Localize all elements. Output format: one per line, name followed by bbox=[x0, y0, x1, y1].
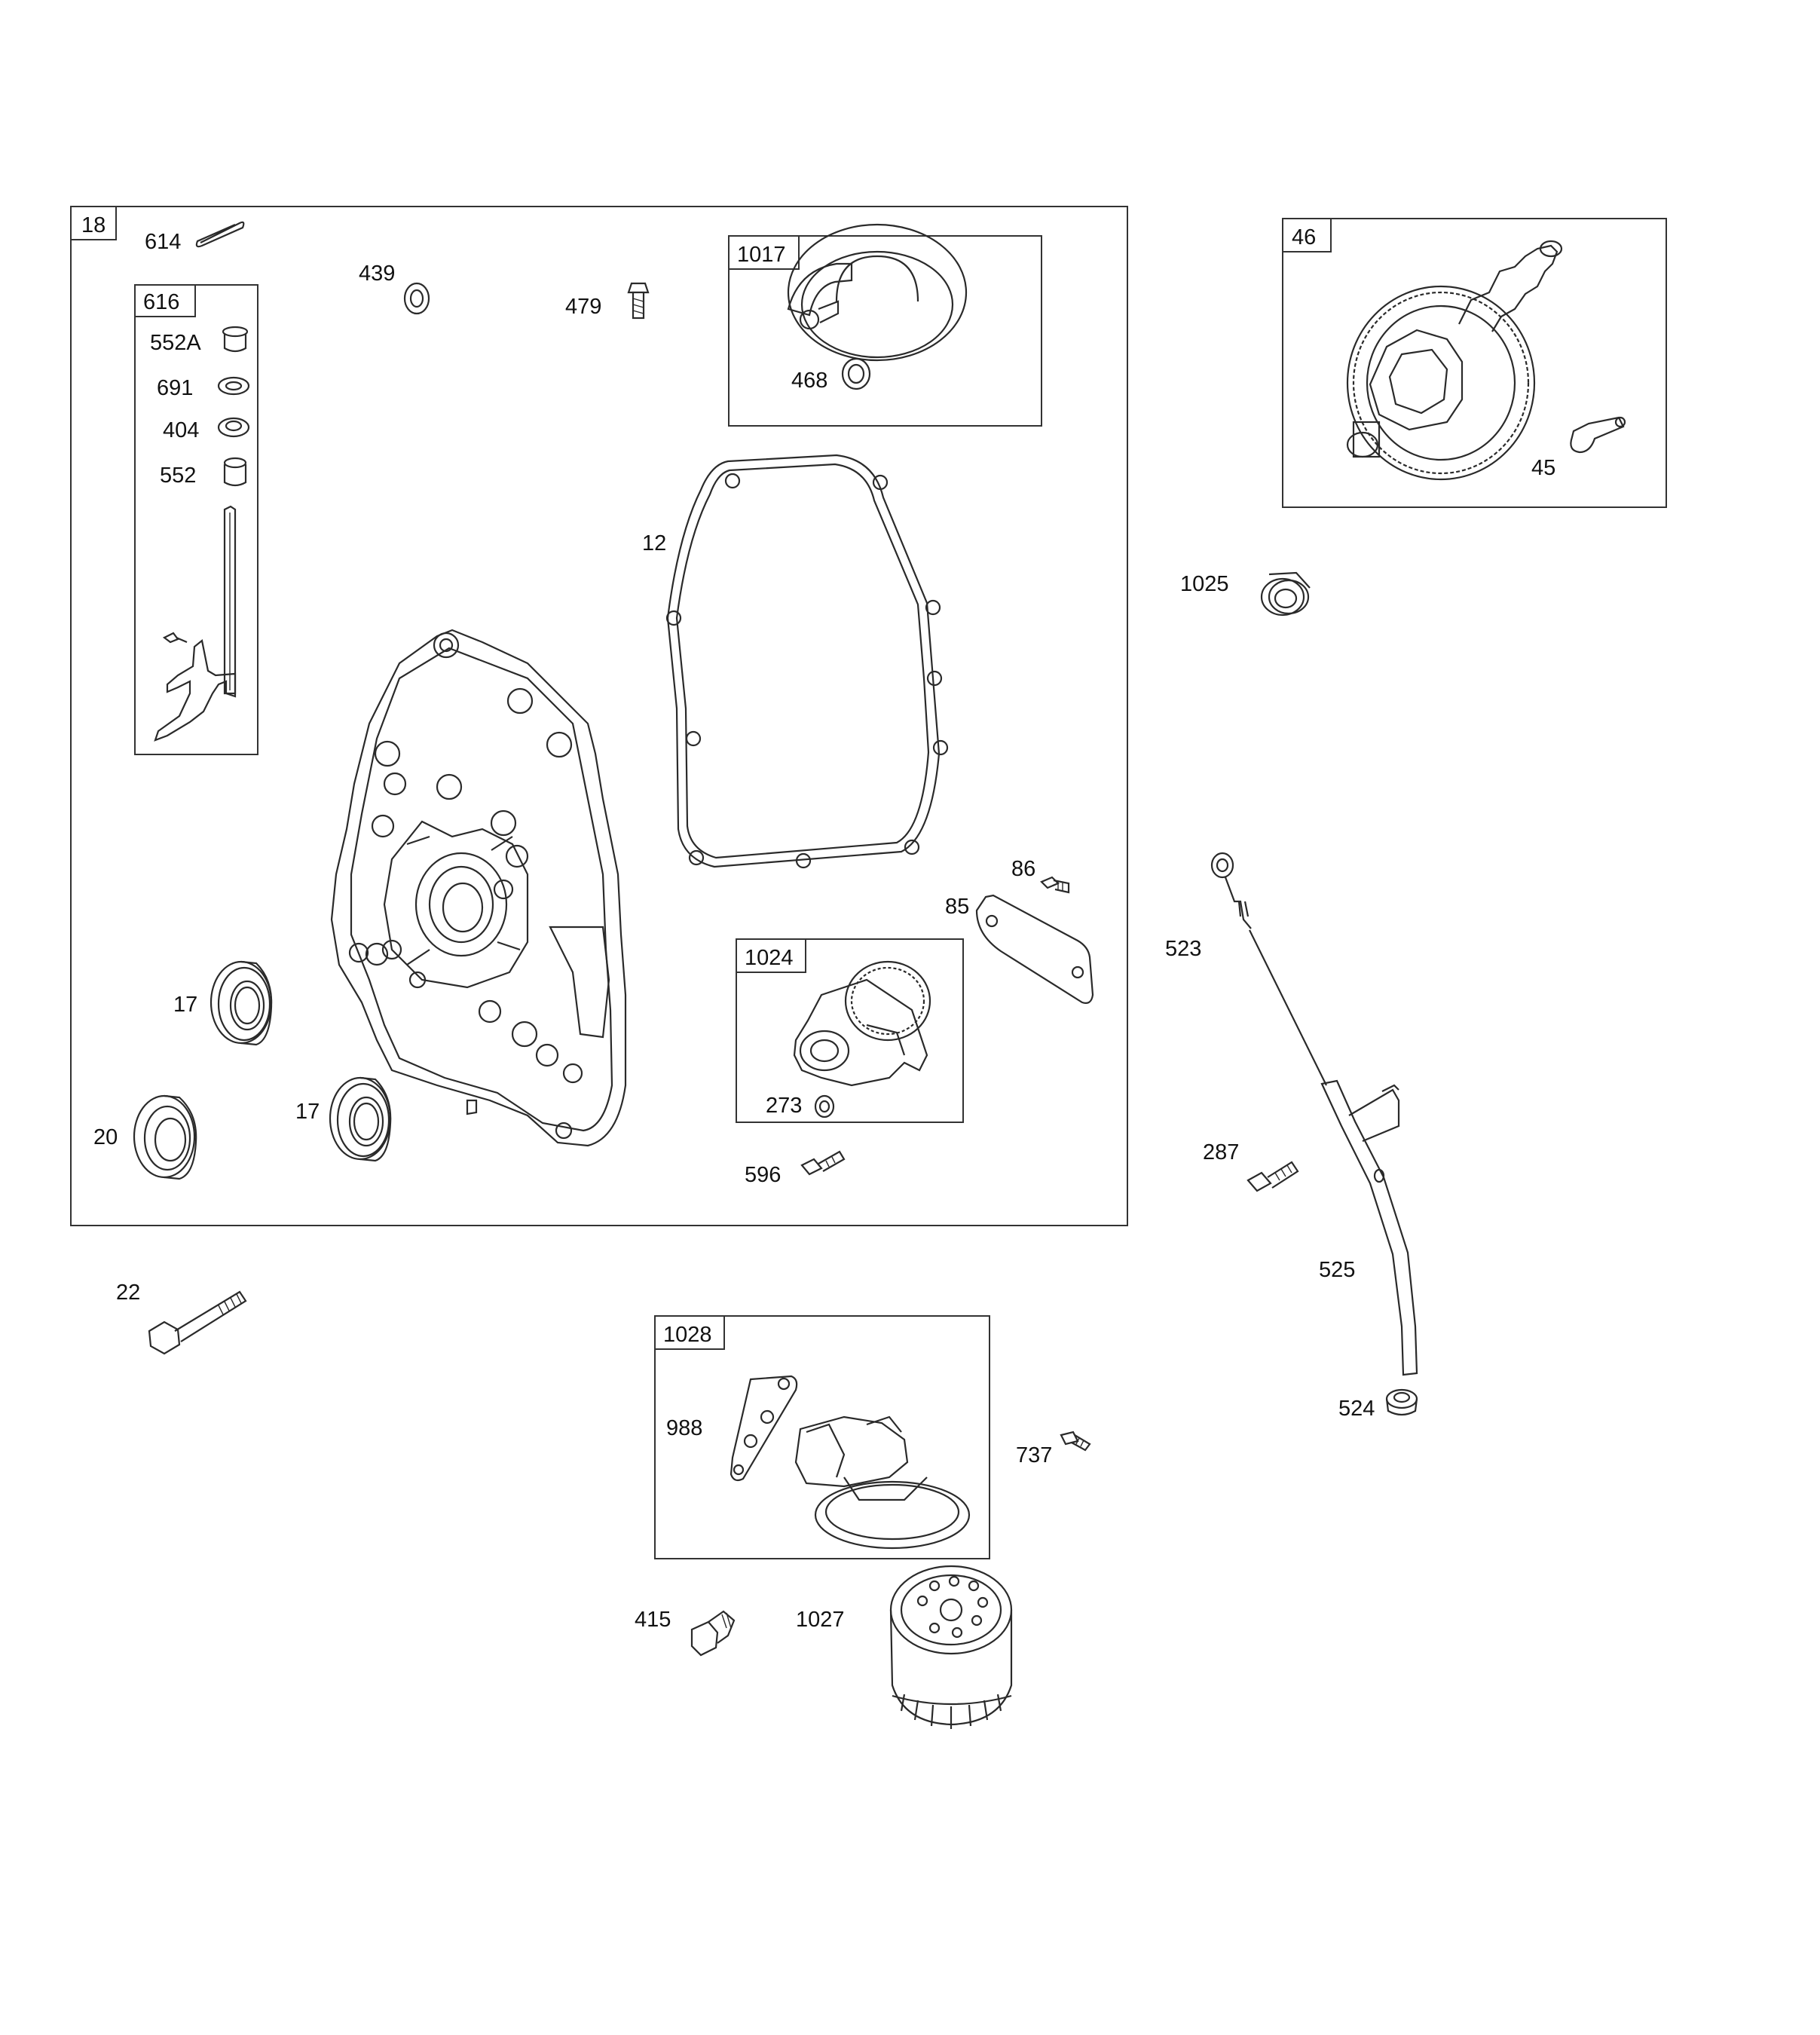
part-label-45: 45 bbox=[1531, 456, 1555, 480]
part-label-20: 20 bbox=[93, 1125, 118, 1149]
screw-737: 737 bbox=[1016, 1431, 1091, 1467]
part-label-523: 523 bbox=[1165, 937, 1201, 961]
group-1028-label: 1028 bbox=[663, 1323, 712, 1347]
dipstick-523: 523 bbox=[1165, 852, 1327, 1086]
washer-439: 439 bbox=[359, 262, 430, 315]
group-1028: 1028 988 bbox=[654, 1315, 990, 1559]
part-label-287: 287 bbox=[1203, 1140, 1239, 1164]
bearing-17-left: 17 bbox=[173, 960, 273, 1046]
part-label-691: 691 bbox=[157, 376, 193, 400]
part-label-415: 415 bbox=[635, 1608, 671, 1632]
group-1017: 1017 468 bbox=[728, 223, 1042, 427]
crankcase-cover bbox=[330, 629, 627, 1147]
dipstick-tube-525: 525 bbox=[1319, 1079, 1418, 1376]
part-label-85: 85 bbox=[945, 895, 969, 919]
group-1017-label: 1017 bbox=[737, 243, 786, 267]
part-label-737: 737 bbox=[1016, 1443, 1052, 1467]
group-1024-label: 1024 bbox=[745, 946, 794, 970]
part-label-552A: 552A bbox=[150, 331, 201, 355]
group-616: 616 552A 691 404 552 bbox=[134, 284, 258, 755]
group-616-label: 616 bbox=[143, 290, 179, 314]
bolt-22: 22 bbox=[116, 1281, 247, 1355]
oil-filter-1027: 1027 bbox=[796, 1565, 1013, 1729]
part-label-439: 439 bbox=[359, 262, 395, 286]
screw-596: 596 bbox=[745, 1150, 846, 1187]
part-524: 524 bbox=[1338, 1388, 1418, 1421]
part-label-525: 525 bbox=[1319, 1258, 1355, 1282]
part-label-17b: 17 bbox=[295, 1100, 320, 1124]
part-label-273: 273 bbox=[766, 1094, 802, 1118]
group-46-label: 46 bbox=[1292, 225, 1316, 249]
part-label-552: 552 bbox=[160, 464, 196, 488]
screw-287: 287 bbox=[1203, 1140, 1299, 1192]
part-label-1025: 1025 bbox=[1180, 572, 1229, 596]
part-label-988: 988 bbox=[666, 1416, 702, 1440]
part-label-524: 524 bbox=[1338, 1397, 1375, 1421]
part-label-468: 468 bbox=[791, 369, 827, 393]
part-label-1027: 1027 bbox=[796, 1608, 845, 1632]
part-label-596: 596 bbox=[745, 1163, 781, 1187]
part-label-22: 22 bbox=[116, 1281, 140, 1305]
part-label-86: 86 bbox=[1011, 857, 1035, 881]
part-label-404: 404 bbox=[163, 418, 199, 442]
part-1025: 1025 bbox=[1180, 571, 1311, 617]
part-label-17a: 17 bbox=[173, 993, 197, 1017]
part-label-12: 12 bbox=[642, 531, 666, 555]
bearing-20: 20 bbox=[93, 1094, 197, 1180]
group-18: 18 bbox=[70, 206, 1128, 1226]
part-label-479: 479 bbox=[565, 295, 601, 319]
hairpin-clip: 614 bbox=[145, 221, 245, 254]
bearing-17-right: 17 bbox=[295, 1076, 392, 1162]
group-46: 46 45 bbox=[1282, 218, 1667, 508]
screw-479: 479 bbox=[565, 282, 650, 320]
screw-86: 86 bbox=[1011, 857, 1070, 894]
gasket-12: 12 bbox=[642, 454, 949, 869]
cover-plate-85: 85 bbox=[945, 894, 1094, 1004]
part-label-614: 614 bbox=[145, 230, 181, 254]
plug-415: 415 bbox=[635, 1608, 736, 1657]
group-1024: 1024 273 bbox=[736, 938, 964, 1123]
group-18-label: 18 bbox=[81, 213, 106, 237]
